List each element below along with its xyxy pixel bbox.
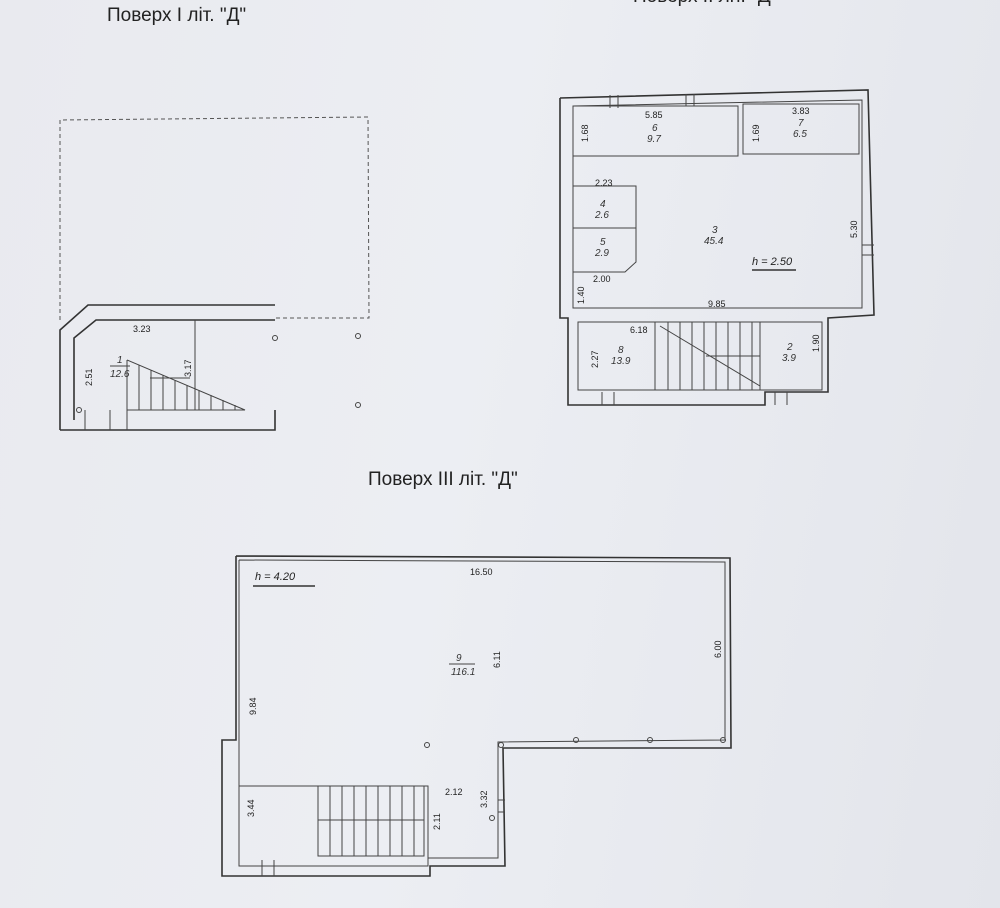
floor-3-outer-wall — [221, 555, 732, 877]
floor-1-dim-top: 3.23 — [133, 324, 151, 334]
floor-3-column — [424, 742, 430, 748]
svg-text:2: 2 — [786, 342, 793, 353]
floor-3-dim-212: 2.12 — [445, 787, 463, 797]
floor-2-room-label: 8 13.9 — [611, 345, 631, 367]
floor-3-dim-center: 6.11 — [492, 651, 502, 668]
floor-1-outer-wall — [59, 304, 275, 430]
floor-1-inner-wall — [73, 319, 275, 420]
floor-2-dim-530: 5.30 — [849, 220, 859, 238]
floor-1-dashed-outline — [59, 116, 370, 320]
floor-1-dim-left: 2.51 — [84, 368, 94, 386]
floor-2-room-label: 2 3.9 — [782, 342, 796, 364]
floor-3-dim-left: 9.84 — [248, 697, 258, 715]
floor-3-plan: h = 4.20 16.50 6.11 6.00 9.84 3.44 2.12 … — [221, 555, 732, 877]
floor-2-dim-383: 3.83 — [792, 106, 810, 116]
svg-text:7: 7 — [798, 118, 804, 129]
floor-2-staircase — [659, 322, 761, 390]
floor-2-dim-223: 2.23 — [595, 178, 613, 188]
floor-2-dim-140: 1.40 — [576, 286, 586, 304]
floor-2-room-6 — [572, 105, 739, 157]
floor-2-dim-168: 1.68 — [580, 124, 590, 142]
floor-3-room-label: 9 116.1 — [449, 653, 475, 678]
floor-2-room-label: 5 2.9 — [594, 237, 609, 259]
floor-3-column — [498, 742, 504, 748]
floor-1-dim-stair: 3.17 — [183, 359, 193, 377]
floor-3-column — [489, 815, 495, 821]
floor-2-height: h = 2.50 — [752, 256, 793, 268]
floor-2-room-label: 6 9.7 — [647, 123, 661, 145]
svg-text:6: 6 — [652, 123, 658, 134]
svg-text:45.4: 45.4 — [704, 236, 724, 247]
floor-3-windows — [261, 799, 505, 876]
svg-text:5: 5 — [600, 237, 606, 248]
svg-text:2.9: 2.9 — [594, 248, 609, 259]
floor-2-dim-169: 1.69 — [751, 124, 761, 142]
floor-3-dim-right: 6.00 — [713, 640, 723, 658]
floor-2-dim-618: 6.18 — [630, 325, 648, 335]
svg-text:9: 9 — [456, 653, 462, 664]
floor-3-dim-211: 2.11 — [432, 813, 442, 830]
floor-1-column — [76, 407, 82, 413]
svg-text:9.7: 9.7 — [647, 134, 661, 145]
floor-3-inner-wall — [238, 559, 726, 867]
floor-2-dim-227: 2.27 — [590, 350, 600, 368]
floor-2-inner-wall — [572, 99, 863, 309]
floor-3-staircase — [317, 785, 425, 857]
floor-3-stair-hall — [239, 785, 429, 858]
floor-1-column — [355, 333, 361, 339]
floor-2-plan: 5.85 1.68 1.69 3.83 2.23 2.00 1.40 9.85 … — [559, 89, 875, 406]
floor-1-bottom-wall — [60, 410, 276, 431]
svg-text:3: 3 — [712, 225, 718, 236]
floor-3-column — [720, 737, 726, 743]
floor-2-dim-190: 1.90 — [811, 334, 821, 352]
floor-2-dim-985: 9.85 — [708, 299, 726, 309]
svg-text:3.9: 3.9 — [782, 353, 796, 364]
floor-2-lower-block — [577, 321, 823, 391]
svg-text:6.5: 6.5 — [793, 129, 807, 140]
floor-2-rooms-4-5 — [573, 185, 637, 273]
floor-1-column — [355, 402, 361, 408]
floor-1-plan: 3.23 2.51 3.17 1 12.6 — [59, 116, 370, 431]
floor-3-column — [647, 737, 653, 743]
floor-3-height: h = 4.20 — [255, 571, 296, 583]
floor-2-room-label: 3 45.4 — [704, 225, 724, 247]
floor-2-room-label: 4 2.6 — [594, 199, 609, 221]
floor-3-title: Поверх III літ. "Д" — [368, 469, 518, 490]
floor-1-staircase — [126, 359, 246, 411]
floor-1-title: Поверх I літ. "Д" — [107, 5, 247, 26]
floor-3-dim-lower-left: 3.44 — [246, 799, 256, 817]
svg-text:116.1: 116.1 — [451, 667, 475, 678]
svg-text:2.6: 2.6 — [594, 210, 609, 221]
floor-3-column — [573, 737, 579, 743]
floor-1-room-number: 1 — [117, 355, 123, 366]
floor-2-title: Поверх II літ. "Д" — [633, 0, 777, 8]
floor-2-dim-200: 2.00 — [593, 274, 611, 284]
floor-2-room-7 — [742, 103, 860, 155]
floor-1-column — [272, 335, 278, 341]
floor-1-stair-steps — [138, 365, 236, 410]
floor-2-room-label: 7 6.5 — [793, 118, 807, 140]
svg-text:4: 4 — [600, 199, 606, 210]
svg-text:8: 8 — [618, 345, 624, 356]
floor-3-dim-332: 3.32 — [479, 790, 489, 808]
floor-3-dim-top: 16.50 — [470, 567, 493, 577]
floor-2-outer-wall — [559, 89, 875, 406]
floor-2-dim-585: 5.85 — [645, 110, 663, 120]
floor-1-room-area: 12.6 — [110, 369, 130, 380]
floor-2-windows — [601, 94, 874, 405]
svg-text:13.9: 13.9 — [611, 356, 631, 367]
